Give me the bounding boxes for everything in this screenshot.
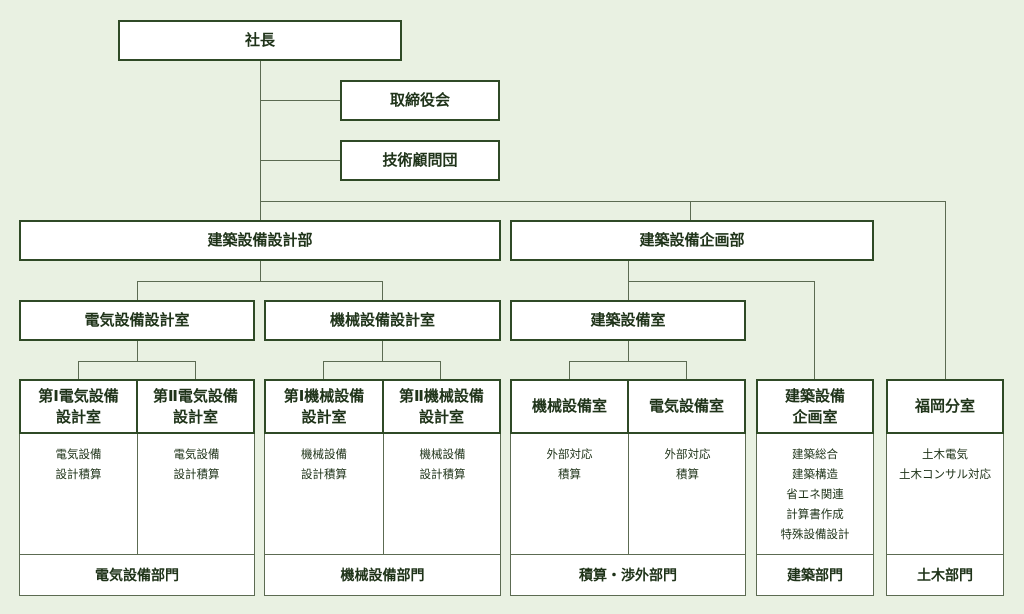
- connector: [382, 281, 383, 300]
- electrical-division-label: 電気設備部門: [20, 554, 254, 595]
- connector: [569, 361, 570, 379]
- connector: [628, 341, 629, 361]
- electrical-office-box: 電気設備設計室: [19, 300, 255, 341]
- connector: [260, 100, 340, 101]
- connector: [945, 201, 946, 379]
- architecture-division-label: 建築部門: [757, 554, 873, 595]
- connector: [260, 60, 261, 220]
- connector: [814, 281, 815, 379]
- fukuoka-items: 土木電気 土木コンサル対応: [899, 447, 991, 481]
- mechanical-division-label: 機械設備部門: [265, 554, 500, 595]
- electrical-division-panel: 第Ⅰ電気設備 設計室 第Ⅱ電気設備 設計室 電気設備 設計積算 電気設備 設計積…: [19, 379, 255, 596]
- elec1-items: 電気設備 設計積算: [55, 447, 102, 481]
- plan-items: 建築総合 建築構造 省エネ関連 計算書作成 特殊設備設計: [780, 447, 850, 541]
- mech2-items: 機械設備 設計積算: [419, 447, 466, 481]
- civil-division-label: 土木部門: [887, 554, 1003, 595]
- bmech-unit-box: 機械設備室: [510, 379, 629, 434]
- divider: [628, 434, 629, 554]
- mechanical-office-box: 機械設備設計室: [264, 300, 501, 341]
- planning-dept-box: 建築設備企画部: [510, 220, 874, 261]
- mech1-unit-box: 第Ⅰ機械設備 設計室: [264, 379, 384, 434]
- estimating-division-panel: 機械設備室 電気設備室 外部対応 積算 外部対応 積算 積算・渉外部門: [510, 379, 746, 596]
- mechanical-division-panel: 第Ⅰ機械設備 設計室 第Ⅱ機械設備 設計室 機械設備 設計積算 機械設備 設計積…: [264, 379, 501, 596]
- connector: [195, 361, 196, 379]
- connector: [690, 201, 691, 221]
- mech1-items: 機械設備 設計積算: [301, 447, 347, 481]
- connector: [323, 361, 324, 379]
- architecture-division-panel: 建築設備 企画室 建築総合 建築構造 省エネ関連 計算書作成 特殊設備設計 建築…: [756, 379, 874, 596]
- elec1-unit-box: 第Ⅰ電気設備 設計室: [19, 379, 138, 434]
- building-office-box: 建築設備室: [510, 300, 746, 341]
- elec2-unit-box: 第Ⅱ電気設備 設計室: [136, 379, 255, 434]
- belec-items: 外部対応 積算: [664, 447, 711, 481]
- connector: [78, 361, 196, 362]
- belec-unit-box: 電気設備室: [627, 379, 746, 434]
- connector: [628, 281, 815, 282]
- advisors-box: 技術顧問団: [340, 140, 500, 181]
- connector: [382, 341, 383, 361]
- connector: [440, 361, 441, 379]
- connector: [137, 281, 138, 300]
- design-dept-box: 建築設備設計部: [19, 220, 501, 261]
- connector: [260, 201, 946, 202]
- bmech-items: 外部対応 積算: [546, 447, 593, 481]
- board-box: 取締役会: [340, 80, 500, 121]
- connector: [137, 281, 383, 282]
- estimating-division-label: 積算・渉外部門: [511, 554, 745, 595]
- divider: [137, 434, 138, 554]
- civil-division-panel: 福岡分室 土木電気 土木コンサル対応 土木部門: [886, 379, 1004, 596]
- mech2-unit-box: 第Ⅱ機械設備 設計室: [382, 379, 501, 434]
- connector: [628, 261, 629, 300]
- connector: [686, 361, 687, 379]
- connector: [137, 341, 138, 361]
- connector: [323, 361, 441, 362]
- plan-unit-box: 建築設備 企画室: [756, 379, 874, 434]
- president-box: 社長: [118, 20, 402, 61]
- divider: [383, 434, 384, 554]
- elec2-items: 電気設備 設計積算: [173, 447, 220, 481]
- connector: [260, 160, 340, 161]
- connector: [260, 261, 261, 281]
- connector: [78, 361, 79, 379]
- connector: [569, 361, 687, 362]
- fukuoka-unit-box: 福岡分室: [886, 379, 1004, 434]
